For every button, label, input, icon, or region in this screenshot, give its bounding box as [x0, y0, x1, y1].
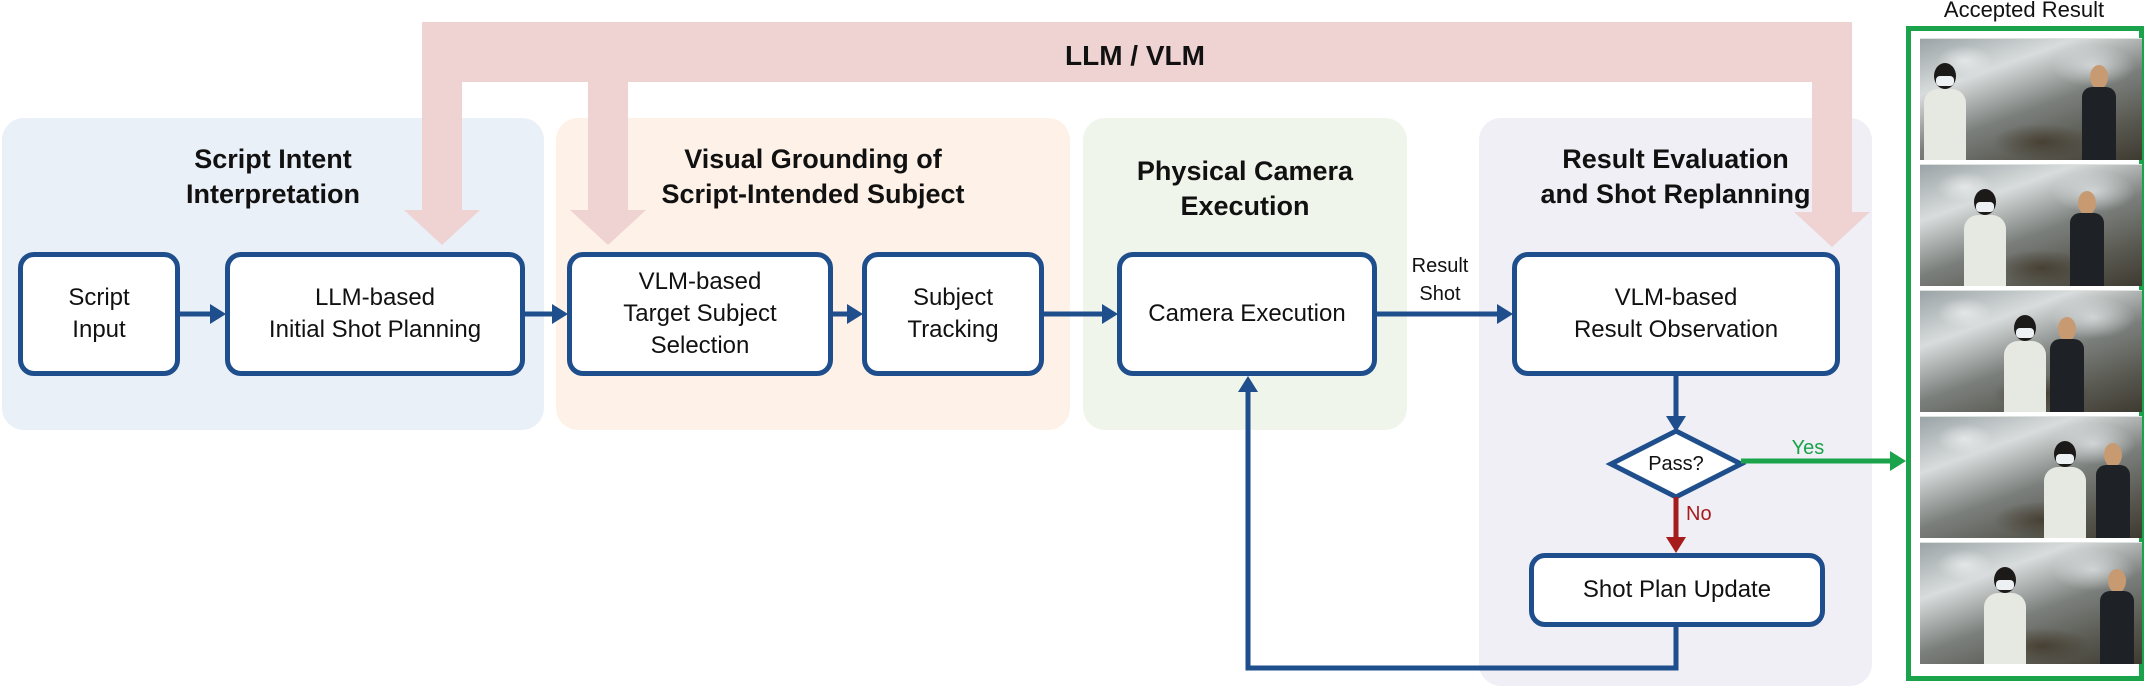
result-shot-label: Result Shot: [1411, 255, 1469, 305]
yes-label: Yes: [1791, 437, 1825, 459]
arrowhead: [847, 304, 863, 324]
result-frame-image: [1920, 290, 2142, 412]
region-title: Physical Camera Execution: [1136, 156, 1354, 221]
target-subject-selection-box: VLM-based Target Subject Selection: [567, 252, 833, 376]
subject-tracking-box: Subject Tracking: [862, 252, 1044, 376]
shot-plan-update-box: Shot Plan Update: [1529, 553, 1825, 627]
result-frame-image: [1920, 542, 2142, 664]
arrowhead: [1102, 304, 1118, 324]
arrowhead: [210, 304, 226, 324]
region-title: Script Intent Interpretation: [185, 144, 360, 209]
llm-arrow-initial-planning: [404, 210, 480, 245]
yes-arrowhead: [1890, 451, 1906, 471]
no-label: No: [1686, 503, 1712, 525]
arrowhead: [552, 304, 568, 324]
script-input-box: Script Input: [18, 252, 180, 376]
camera-execution-box: Camera Execution: [1117, 252, 1377, 376]
arrowhead: [1497, 304, 1513, 324]
accepted-result-title: Accepted Result: [1943, 0, 2105, 22]
initial-shot-planning-box: LLM-based Initial Shot Planning: [225, 252, 525, 376]
region-title: Visual Grounding of Script-Intended Subj…: [661, 144, 965, 209]
no-arrowhead: [1666, 537, 1686, 553]
result-frame-image: [1920, 416, 2142, 538]
llm-vlm-label: LLM / VLM: [1065, 40, 1205, 71]
pass-decision-label: Pass?: [1648, 453, 1704, 475]
arrowhead: [1666, 416, 1686, 432]
llm-arrow-result-observation: [1794, 212, 1870, 247]
region-title: Result Evaluation and Shot Replanning: [1540, 144, 1811, 209]
result-frame-image: [1920, 38, 2142, 160]
result-observation-box: VLM-based Result Observation: [1512, 252, 1840, 376]
result-frame-image: [1920, 164, 2142, 286]
arrowhead: [1238, 376, 1258, 392]
llm-arrow-target-selection: [570, 210, 646, 245]
